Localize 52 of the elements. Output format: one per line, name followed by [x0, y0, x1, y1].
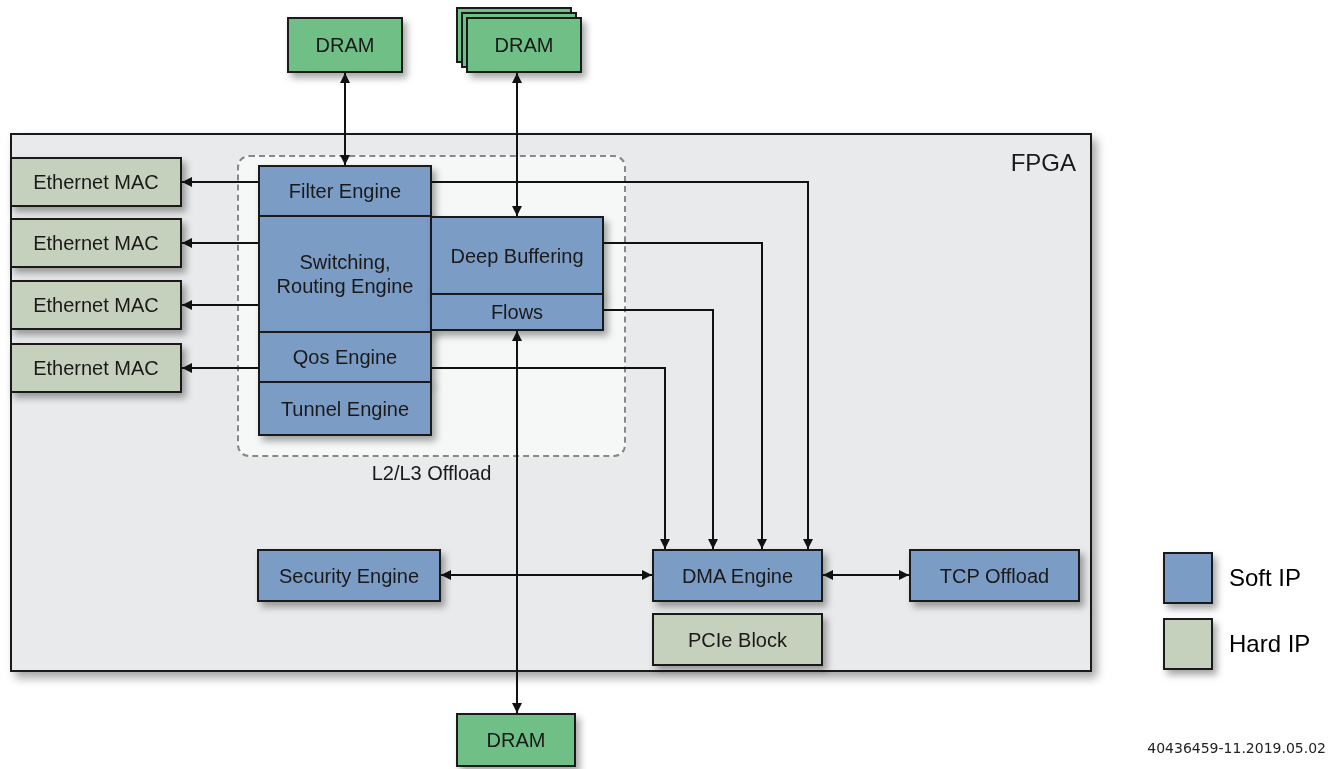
- arrow: [181, 300, 259, 310]
- arrow: [181, 238, 259, 248]
- arrow: [440, 570, 653, 580]
- group-label: L2/L3 Offload: [370, 461, 493, 485]
- soft-ip-block: [430, 216, 604, 295]
- arrow: [181, 177, 259, 187]
- hard-ip-block: [652, 613, 823, 666]
- block-label: Switching, Routing Engine: [275, 250, 415, 298]
- arrow: [603, 242, 767, 550]
- block-label: DRAM: [485, 728, 547, 752]
- legend-label: Hard IP: [1229, 630, 1311, 658]
- memory-box: [456, 713, 576, 767]
- group-label: FPGA: [1009, 149, 1077, 178]
- soft-ip-block: [257, 549, 441, 602]
- block-label: DMA Engine: [680, 563, 795, 588]
- block-label: DRAM: [314, 33, 376, 57]
- soft-ip-block: [258, 165, 432, 217]
- soft-ip-block: [430, 293, 604, 331]
- block-label: TCP Offload: [938, 563, 1051, 588]
- block-label: DRAM: [493, 33, 555, 57]
- soft-ip-block: [258, 331, 432, 383]
- hard-ip-block: [10, 343, 182, 393]
- soft-ip-block: [909, 549, 1080, 602]
- soft-ip-block: [652, 549, 823, 602]
- arrow: [603, 309, 718, 550]
- arrow: [431, 367, 670, 550]
- chip-container: [10, 133, 1092, 672]
- soft-ip-block: [258, 381, 432, 436]
- arrow: [340, 72, 350, 166]
- hard-ip-block: [10, 218, 182, 268]
- block-label: PCIe Block: [687, 627, 788, 652]
- arrow: [431, 181, 813, 550]
- block-label: Qos Engine: [291, 345, 399, 369]
- block-label: Flows: [489, 300, 545, 324]
- block-label: Ethernet MAC: [32, 170, 160, 194]
- block-label: Ethernet MAC: [32, 293, 160, 317]
- block-label: Filter Engine: [287, 179, 403, 203]
- legend-label: Soft IP: [1229, 564, 1302, 592]
- block-label: Ethernet MAC: [32, 356, 160, 380]
- hard-ip-block: [10, 280, 182, 330]
- figure-id: 40436459-11.2019.05.02: [1147, 740, 1326, 756]
- arrow: [512, 72, 522, 217]
- block-label: Tunnel Engine: [279, 396, 411, 421]
- arrow: [512, 330, 522, 714]
- block-label: Deep Buffering: [449, 243, 585, 268]
- soft-ip-block: [258, 215, 432, 333]
- hard-ip-block: [10, 157, 182, 207]
- arrow: [181, 363, 259, 373]
- memory-box: [287, 17, 403, 73]
- arrow: [822, 570, 910, 580]
- block-label: Ethernet MAC: [32, 231, 160, 255]
- block-label: Security Engine: [277, 563, 421, 588]
